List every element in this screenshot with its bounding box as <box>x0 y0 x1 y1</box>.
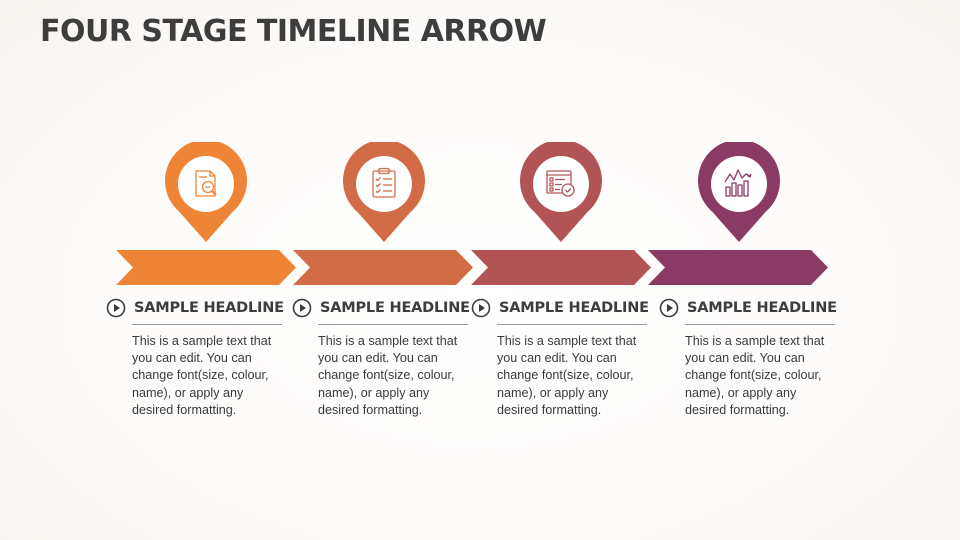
stage-2-text-block: SAMPLE HEADLINE This is a sample text th… <box>292 296 470 419</box>
stage-1-headline: SAMPLE HEADLINE <box>134 300 284 316</box>
play-circle-icon <box>659 298 679 318</box>
stage-2-headline: SAMPLE HEADLINE <box>320 300 470 316</box>
play-circle-icon <box>292 298 312 318</box>
slide-title: FOUR STAGE TIMELINE ARROW <box>40 14 547 49</box>
stage-4-body-text: This is a sample text that you can edit.… <box>685 334 825 417</box>
bar-chart-trend-icon <box>724 169 752 197</box>
headline-divider <box>132 324 282 325</box>
stage-2-arrow <box>293 250 473 285</box>
play-circle-icon <box>471 298 491 318</box>
stage-1-text-block: SAMPLE HEADLINE This is a sample text th… <box>106 296 284 419</box>
stage-3-pin <box>519 142 603 244</box>
stage-4-arrow <box>648 250 828 285</box>
stage-3-headline: SAMPLE HEADLINE <box>499 300 649 316</box>
document-search-icon <box>195 170 217 197</box>
play-circle-icon <box>106 298 126 318</box>
stage-2-body-text: This is a sample text that you can edit.… <box>318 334 458 417</box>
clipboard-checklist-icon <box>372 167 396 198</box>
checklist-approved-icon <box>546 170 575 197</box>
stage-1-arrow <box>116 250 296 285</box>
stage-3-text-block: SAMPLE HEADLINE This is a sample text th… <box>471 296 649 419</box>
stage-1-body-text: This is a sample text that you can edit.… <box>132 334 272 417</box>
headline-divider <box>497 324 647 325</box>
stage-4-pin <box>697 142 781 244</box>
stage-2-pin <box>342 142 426 244</box>
stage-3-arrow <box>471 250 651 285</box>
headline-divider <box>318 324 468 325</box>
headline-divider <box>685 324 835 325</box>
stage-4-text-block: SAMPLE HEADLINE This is a sample text th… <box>659 296 837 419</box>
stage-4-headline: SAMPLE HEADLINE <box>687 300 837 316</box>
stage-3-body-text: This is a sample text that you can edit.… <box>497 334 637 417</box>
stage-1-pin <box>164 142 248 244</box>
